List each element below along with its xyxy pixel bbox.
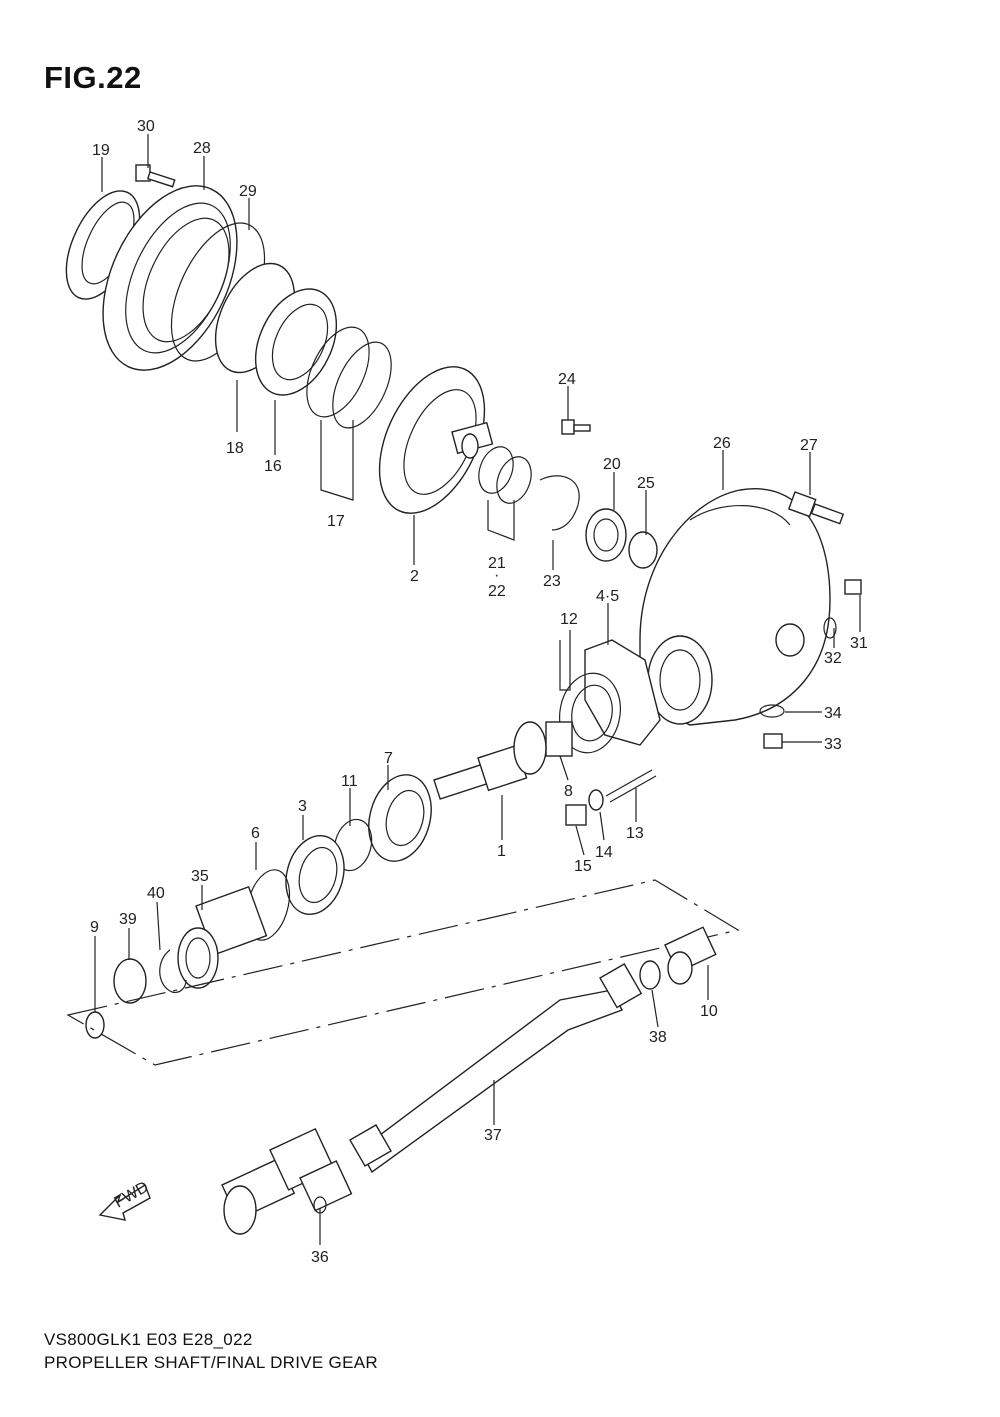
callout-20: 20 <box>603 456 621 473</box>
callout-10: 10 <box>700 1003 718 1020</box>
bolt-30 <box>135 164 176 188</box>
gasket-4-5 <box>584 639 661 746</box>
callout-1: 1 <box>497 843 506 860</box>
callout-39: 39 <box>119 911 137 928</box>
callout-13: 13 <box>626 825 644 842</box>
callout-21: 21 <box>488 555 506 572</box>
figure-caption: PROPELLER SHAFT/FINAL DRIVE GEAR <box>44 1353 378 1372</box>
bearing-20 <box>585 508 627 562</box>
bearing-16 <box>254 288 338 396</box>
callout-25: 25 <box>637 475 655 492</box>
callout-32: 32 <box>824 650 842 667</box>
callout-17: 17 <box>327 513 345 530</box>
callout-35: 35 <box>191 868 209 885</box>
shim-21-22 <box>478 446 532 504</box>
stud-13 <box>605 769 657 803</box>
callout-15: 15 <box>574 858 592 875</box>
callout-3: 3 <box>298 798 307 815</box>
callout-22: 22 <box>488 583 506 600</box>
callout-2: 2 <box>410 568 419 585</box>
shims-17 <box>306 326 392 429</box>
universal-joint-36 <box>221 1127 353 1235</box>
callout-6: 6 <box>251 825 260 842</box>
callout-14: 14 <box>595 844 613 861</box>
shim-12 <box>559 672 621 754</box>
circlip-40 <box>159 949 187 993</box>
callout-21-22-dot: · <box>494 567 499 584</box>
callout-12: 12 <box>560 611 578 628</box>
callout-30: 30 <box>137 118 155 135</box>
clip-23 <box>539 475 580 531</box>
bolt-24 <box>561 419 591 435</box>
bearing-cover-28 <box>102 185 238 371</box>
bearing-7 <box>368 774 432 862</box>
callout-29: 29 <box>239 183 257 200</box>
leader-lines <box>94 134 861 1245</box>
spacer-8 <box>545 721 573 757</box>
circlip-38 <box>639 960 661 990</box>
callout-18: 18 <box>226 440 244 457</box>
callout-34: 34 <box>824 705 842 722</box>
callout-24: 24 <box>558 371 576 388</box>
callout-36: 36 <box>311 1249 329 1266</box>
ring-gear-2 <box>378 366 494 514</box>
callout-28: 28 <box>193 140 211 157</box>
figure-title: FIG.22 <box>44 60 142 95</box>
fwd-arrow-icon: FWD <box>98 1179 152 1221</box>
callout-37: 37 <box>484 1127 502 1144</box>
spacer-25 <box>628 531 658 569</box>
callout-33: 33 <box>824 736 842 753</box>
washer-14 <box>588 789 604 811</box>
callout-23: 23 <box>543 573 561 590</box>
callout-38: 38 <box>649 1029 667 1046</box>
breather-27 <box>787 491 845 525</box>
pinion-gear-1 <box>433 721 547 800</box>
assembly-boundary <box>66 879 740 1066</box>
callout-16: 16 <box>264 458 282 475</box>
callout-31: 31 <box>850 635 868 652</box>
callout-labels: 30 19 28 29 18 16 17 2 24 20 25 26 27 21… <box>90 118 868 1266</box>
callout-4-5: 4·5 <box>596 588 619 605</box>
plug-31-32 <box>823 579 862 639</box>
callout-11: 11 <box>341 773 358 790</box>
callout-27: 27 <box>800 437 818 454</box>
callout-26: 26 <box>713 435 731 452</box>
model-code: VS800GLK1 E03 E28_022 <box>44 1330 253 1349</box>
callout-7: 7 <box>384 750 393 767</box>
propeller-shaft-37 <box>349 963 643 1174</box>
coupling-35 <box>177 885 268 989</box>
callout-9: 9 <box>90 919 99 936</box>
plug-33-34 <box>759 704 785 749</box>
nut-15 <box>565 804 587 826</box>
callout-40: 40 <box>147 885 165 902</box>
callout-8: 8 <box>564 783 573 800</box>
callout-19: 19 <box>92 142 110 159</box>
final-gear-case-26 <box>639 488 831 726</box>
spline-joint-10 <box>664 926 717 985</box>
spacer-11 <box>333 818 373 872</box>
nut-3 <box>285 834 345 916</box>
spring-39 <box>113 958 147 1004</box>
